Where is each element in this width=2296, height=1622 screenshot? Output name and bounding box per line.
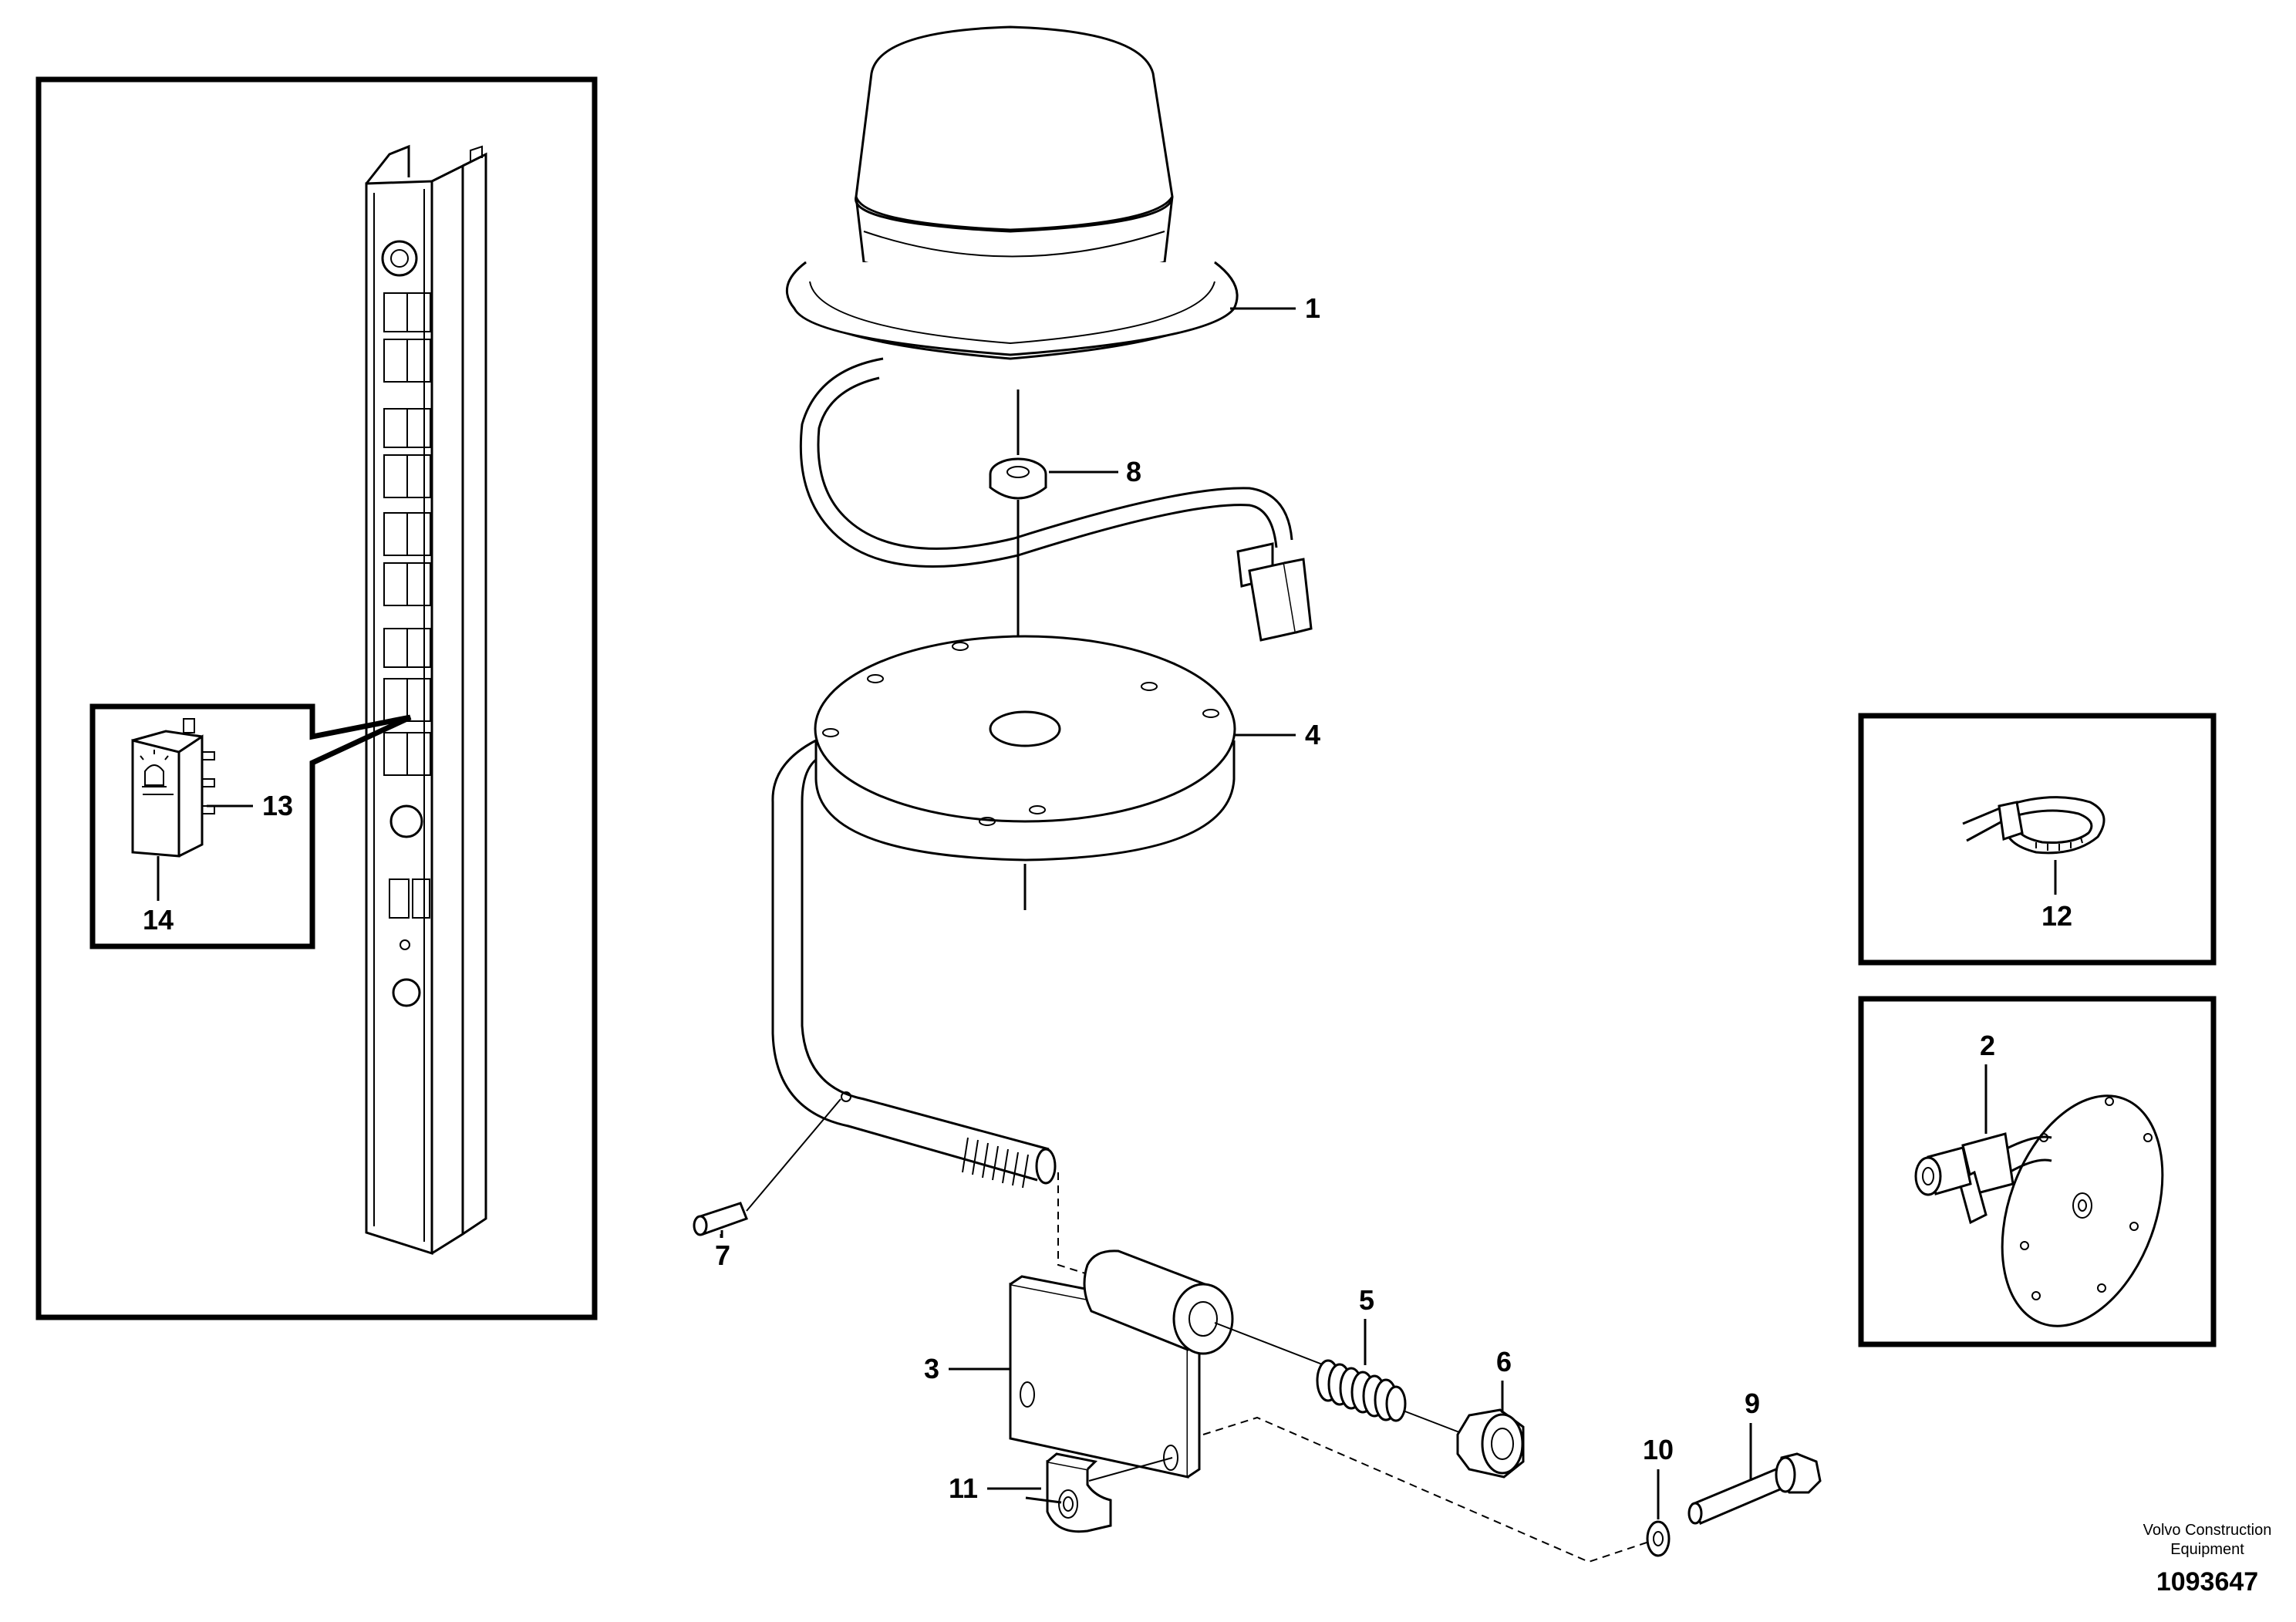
- inset-frame-magnetic-base: [1858, 996, 2217, 1347]
- cab-pillar-inset: 13 14: [35, 76, 598, 1320]
- document-number: 1093647: [2156, 1567, 2258, 1597]
- beacon-assembly: 1 8: [693, 25, 1822, 1563]
- callout-8: 8: [1126, 456, 1141, 487]
- rocker-switch: [131, 718, 215, 858]
- callout-7: 7: [715, 1239, 730, 1271]
- callout-6: 6: [1496, 1346, 1512, 1378]
- callout-10: 10: [1643, 1434, 1674, 1465]
- ignition-knob-icon: [381, 240, 418, 277]
- mounting-plate: [814, 635, 1236, 862]
- inset-frame-left: [35, 76, 598, 1320]
- callout-9: 9: [1745, 1388, 1760, 1419]
- magnetic-base-inset: 2: [1858, 996, 2217, 1347]
- tube-thread: [962, 1137, 1057, 1189]
- bolt: [1687, 1452, 1822, 1525]
- credit-line-2: Equipment: [2170, 1541, 2244, 1558]
- lock-pin: [693, 1202, 748, 1236]
- beacon-dome: [786, 25, 1239, 360]
- callout-4: 4: [1305, 719, 1320, 750]
- callout-14: 14: [143, 904, 174, 936]
- inset-frame-cable-tie: [1858, 713, 2217, 966]
- credit-line-1: Volvo Construction: [2143, 1522, 2272, 1539]
- support-tube: [771, 739, 1057, 1189]
- grommet: [989, 457, 1047, 500]
- bracket: [1009, 1249, 1234, 1479]
- cable-connector: [1236, 542, 1313, 642]
- beacon-cable: [799, 357, 1313, 642]
- callout-3: 3: [924, 1353, 939, 1384]
- callout-13: 13: [262, 790, 293, 821]
- cable-tie-inset: 12: [1858, 713, 2217, 966]
- bracket-sleeve: [1083, 1249, 1234, 1355]
- switch-zoom-frame: [89, 703, 412, 949]
- callout-1: 1: [1305, 292, 1320, 324]
- cab-pillar: [365, 144, 487, 1256]
- lock-nut: [1456, 1408, 1525, 1479]
- cable-tie: [1962, 796, 2106, 855]
- spring: [1316, 1359, 1407, 1422]
- callout-11: 11: [949, 1472, 978, 1504]
- beacon-symbol-icon: [140, 750, 169, 787]
- callout-2: 2: [1980, 1030, 1995, 1061]
- callout-12: 12: [2041, 900, 2072, 932]
- callout-5: 5: [1359, 1284, 1374, 1316]
- washer: [1646, 1520, 1671, 1557]
- cable-clamp: [1046, 1452, 1112, 1533]
- switch-panel: [383, 292, 431, 1007]
- magnetic-base: [1914, 1094, 2164, 1327]
